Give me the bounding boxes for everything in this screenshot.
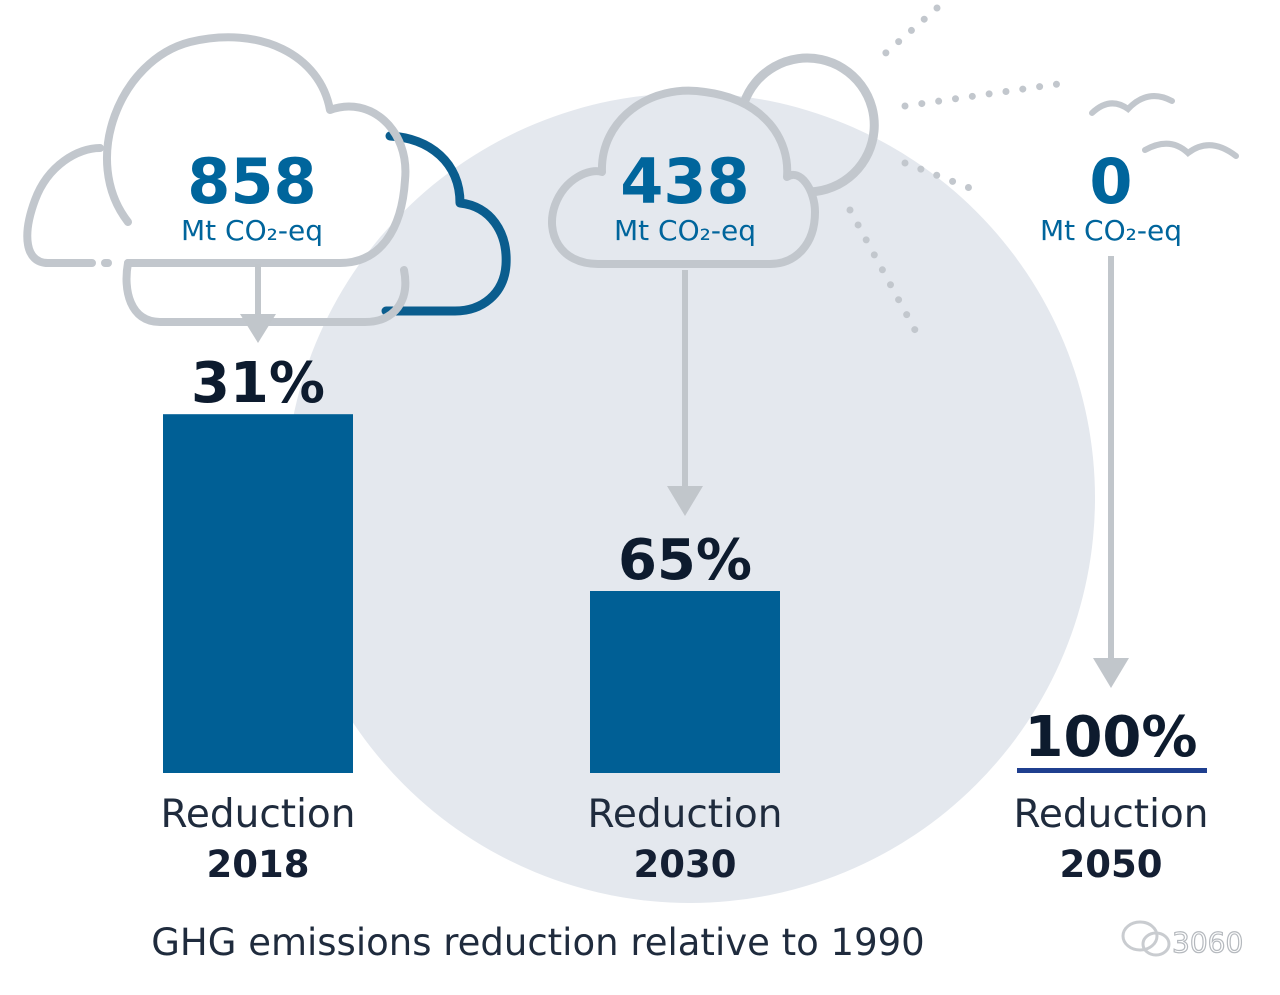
reduction-label: Reduction bbox=[588, 792, 783, 837]
year-label-2050: 2050 bbox=[1060, 843, 1163, 886]
emission-value-2018: 858 bbox=[187, 145, 316, 218]
chart-title: GHG emissions reduction relative to 1990 bbox=[151, 921, 924, 964]
reduction-label: Reduction bbox=[161, 792, 356, 837]
emission-value-2050: 0 bbox=[1089, 145, 1132, 218]
baseline-2050 bbox=[1017, 768, 1207, 773]
bar-2018 bbox=[163, 414, 353, 773]
bar-2030 bbox=[590, 591, 780, 773]
year-label-2018: 2018 bbox=[207, 843, 310, 886]
arrow-down-icon bbox=[1093, 256, 1129, 688]
emission-value-2030: 438 bbox=[620, 145, 749, 218]
year-label-2030: 2030 bbox=[634, 843, 737, 886]
emission-unit-2030: Mt CO₂-eq bbox=[614, 214, 756, 247]
arrow-down-icon bbox=[667, 270, 703, 516]
cloud-icon bbox=[548, 86, 819, 268]
arrow-down-icon bbox=[240, 264, 276, 343]
bird-icon bbox=[1089, 93, 1239, 159]
emission-unit-2050: Mt CO₂-eq bbox=[1040, 214, 1182, 247]
percent-label-2030: 65% bbox=[618, 528, 752, 593]
reduction-label: Reduction bbox=[1014, 792, 1209, 837]
watermark-text: 3060 bbox=[1172, 926, 1243, 959]
percent-label-2050: 100% bbox=[1024, 705, 1197, 770]
chat-bubble-icon bbox=[1121, 920, 1171, 957]
sun-ray-icon bbox=[846, 4, 1076, 334]
sun-icon bbox=[739, 53, 879, 197]
emission-unit-2018: Mt CO₂-eq bbox=[181, 214, 323, 247]
percent-label-2018: 31% bbox=[191, 351, 325, 416]
